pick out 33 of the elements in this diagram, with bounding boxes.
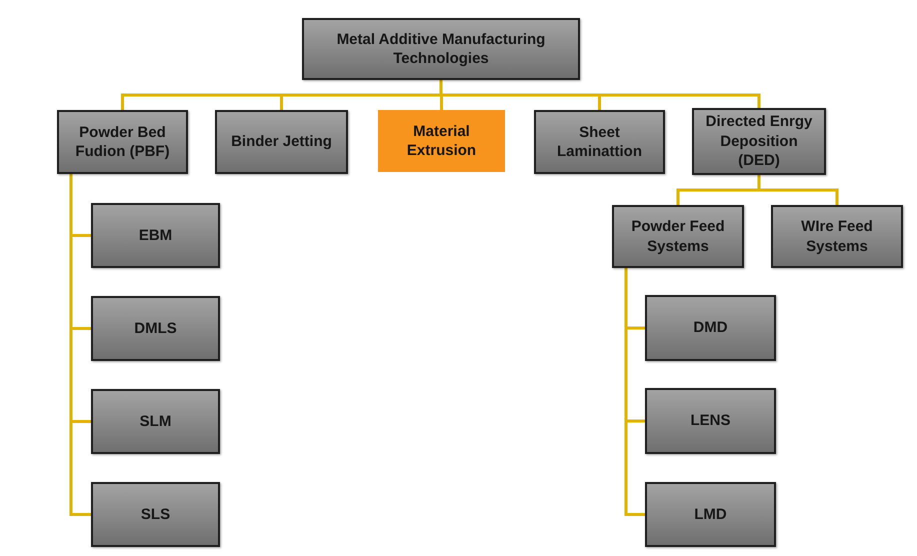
category-box	[302, 18, 580, 80]
node-label: Directed Enrgy Deposition (DED)	[704, 112, 814, 171]
category-box	[91, 296, 220, 361]
category-box	[91, 203, 220, 268]
node-label: DMLS	[133, 318, 178, 338]
category-box	[645, 482, 776, 547]
node-label: Material Extrusion	[406, 122, 478, 160]
category-box	[612, 205, 744, 268]
node-label: SLM	[138, 412, 172, 432]
node-label: DMD	[692, 318, 729, 338]
node-label: Metal Additive Manufacturing Technologies	[336, 30, 546, 68]
node-label: WIre Feed Systems	[800, 217, 874, 256]
highlighted-category-box	[378, 110, 505, 172]
connector-line	[70, 174, 91, 516]
category-box	[534, 110, 665, 174]
category-box	[645, 388, 776, 454]
node-label: Sheet Laminattion	[556, 122, 643, 162]
category-box	[771, 205, 903, 268]
node-label: SLS	[140, 504, 172, 524]
node-label: Powder Feed Systems	[630, 217, 726, 256]
category-box	[57, 110, 188, 174]
category-box	[91, 482, 220, 547]
node-label: Binder Jetting	[230, 132, 333, 152]
category-box	[91, 389, 220, 454]
node-label: LMD	[693, 504, 728, 524]
connector-line	[758, 175, 838, 205]
node-label: EBM	[138, 226, 174, 246]
connector-line	[440, 80, 760, 108]
category-box	[692, 108, 826, 175]
node-label: Powder Bed Fudion (PBF)	[74, 122, 171, 162]
node-label: LENS	[689, 411, 732, 431]
category-box	[215, 110, 348, 174]
category-box	[645, 295, 776, 361]
